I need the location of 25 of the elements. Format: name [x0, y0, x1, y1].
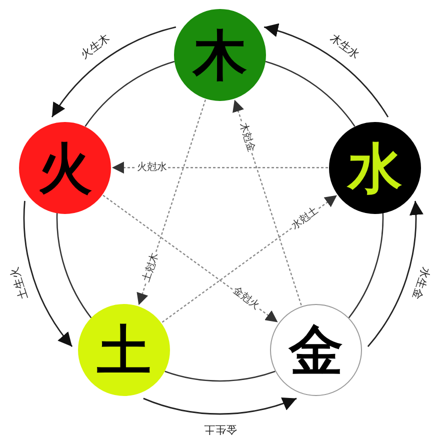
curved-arrow: [23, 200, 73, 348]
edge-label: 火尅水: [136, 162, 168, 174]
edge-label: 木生水: [327, 32, 361, 62]
element-character: 木: [193, 28, 247, 82]
dashed-arrow: [136, 100, 206, 306]
connector-arc: [348, 212, 384, 318]
edge-label: 水尅土: [288, 204, 321, 232]
edge-label: 土生火: [8, 266, 30, 301]
curved-arrow: [367, 200, 423, 348]
element-character: 水: [348, 140, 402, 195]
connector-arc: [164, 370, 276, 382]
edge-label: 金生土: [204, 423, 236, 436]
edge-label: 水生金: [410, 266, 432, 301]
dashed-arrow: [102, 194, 278, 323]
curved-arrow: [51, 26, 176, 118]
dashed-arrow: [162, 194, 338, 323]
connector-arc: [265, 60, 356, 127]
curved-arrow: [264, 24, 389, 118]
connector-arc: [84, 60, 175, 127]
element-character: 火: [38, 140, 92, 195]
element-character: 土: [97, 322, 152, 377]
edge-label: 火生木: [79, 32, 113, 62]
curved-arrow: [143, 396, 297, 414]
connector-arc: [56, 212, 92, 318]
element-character: 金: [288, 322, 343, 377]
